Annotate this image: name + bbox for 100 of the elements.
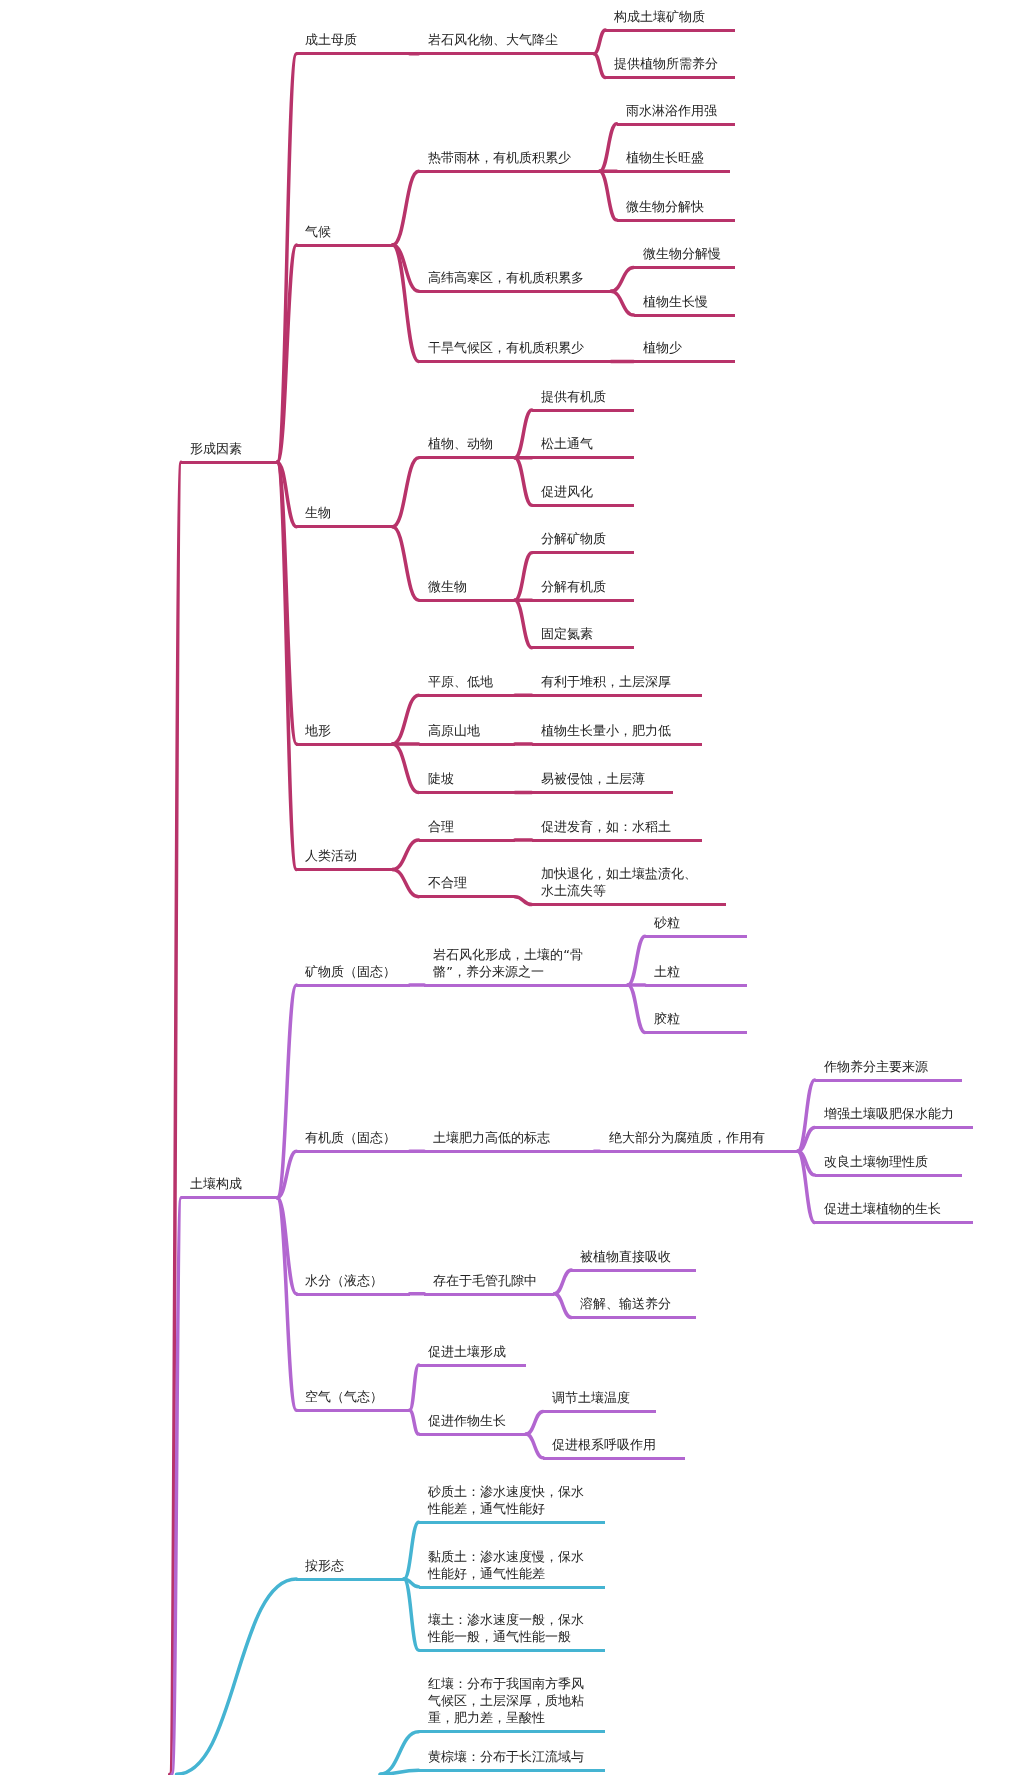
branch-topic: 促进发育，如：水稻土 [531, 817, 702, 842]
branch-line [390, 867, 421, 899]
branch-line [513, 598, 534, 602]
branch-topic: 松土通气 [531, 435, 634, 460]
branch-topic: 胶粒 [644, 1010, 747, 1035]
branch-topic: 土壤构成 [181, 1175, 278, 1200]
branch-topic: 植物、动物 [418, 435, 515, 460]
branch-topic: 固定氮素 [531, 625, 634, 650]
branch-topic: 矿物质（固态） [296, 962, 410, 987]
branch-topic: 生物 [296, 504, 393, 529]
branch-topic: 水分（液态） [296, 1271, 410, 1296]
branch-topic: 合理 [418, 817, 515, 842]
branch-line [402, 1577, 421, 1652]
branch-topic: 红壤：分布于我国南方季风气候区，土层深厚，质地粘重，肥力差，呈酸性 [418, 1675, 606, 1734]
branch-line [513, 838, 534, 842]
branch-topic: 按形态 [296, 1556, 404, 1581]
branch-line [407, 1292, 427, 1296]
branch-topic: 壤土：渗水速度一般，保水性能一般，通气性能一般 [418, 1610, 606, 1652]
branch-line [390, 742, 421, 795]
branch-topic: 调节土壤温度 [543, 1389, 657, 1414]
branch-topic: 陡坡 [418, 770, 515, 795]
branch-topic: 气候 [296, 222, 393, 247]
branch-line [795, 1125, 817, 1153]
branch-line [407, 983, 427, 987]
branch-topic: 砂粒 [644, 914, 747, 938]
branch-line [609, 359, 636, 364]
branch-topic: 促进风化 [531, 482, 634, 507]
branch-topic: 易被侵蚀，土层薄 [531, 770, 674, 795]
branch-line [795, 1149, 817, 1225]
branch-topic: 砂质土：渗水速度快，保水性能差，通气性能好 [418, 1483, 606, 1525]
branch-line [407, 1149, 427, 1153]
branch-line [402, 1520, 421, 1581]
branch-topic: 被植物直接吸收 [571, 1247, 696, 1272]
branch-topic: 溶解、输送养分 [571, 1295, 696, 1320]
branch-topic: 土壤肥力高低的标志 [424, 1129, 594, 1153]
branch-topic: 高原山地 [418, 721, 515, 746]
branch-topic: 作物养分主要来源 [814, 1057, 962, 1082]
branch-topic: 提供植物所需养分 [605, 55, 736, 80]
branch-line [609, 265, 636, 294]
branch-line [524, 1432, 545, 1460]
branch-line [407, 1408, 421, 1436]
branch-topic: 岩石风化物、大气降尘 [418, 31, 594, 56]
branch-topic: 促进作物生长 [418, 1411, 527, 1436]
branch-line [275, 1149, 299, 1200]
branch-topic: 黄棕壤：分布于长江流域与 [418, 1747, 606, 1772]
branch-topic: 高纬高寒区，有机质积累多 [418, 269, 611, 294]
branch-line [626, 983, 647, 1035]
branch-line [407, 51, 421, 56]
branch-topic: 加快退化，如土壤盐渍化、水土流失等 [531, 865, 727, 907]
branch-line [390, 524, 421, 602]
branch-line [524, 1409, 545, 1436]
branch-line [609, 289, 636, 317]
branch-topic: 空气（气态） [296, 1388, 410, 1413]
branch-topic: 提供有机质 [531, 387, 634, 412]
branch-topic: 干旱气候区，有机质积累少 [418, 339, 611, 364]
branch-line [275, 460, 299, 872]
branch-topic: 增强土壤吸肥保水能力 [814, 1105, 974, 1130]
branch-line [402, 1577, 421, 1589]
branch-topic: 分解有机质 [531, 577, 634, 602]
branch-topic: 分解矿物质 [531, 530, 634, 555]
branch-topic: 有机质（固态） [296, 1129, 410, 1153]
branch-topic: 植物生长旺盛 [616, 149, 730, 174]
branch-topic: 成土母质 [296, 31, 410, 56]
branch-line [513, 693, 534, 697]
branch-line [513, 790, 534, 795]
branch-line [592, 28, 608, 56]
branch-topic: 平原、低地 [418, 673, 515, 697]
branch-line [513, 598, 534, 650]
branch-topic: 微生物分解快 [616, 197, 736, 222]
branch-topic: 土粒 [644, 962, 747, 987]
branch-topic: 促进土壤植物的生长 [814, 1200, 974, 1225]
branch-topic: 改良土壤物理性质 [814, 1152, 962, 1177]
branch-line [592, 51, 608, 80]
branch-topic: 人类活动 [296, 847, 393, 872]
branch-line [513, 742, 534, 746]
branch-line [592, 1149, 602, 1153]
branch-line [626, 983, 647, 987]
branch-topic: 岩石风化形成，土壤的“骨骼”，养分来源之一 [424, 945, 628, 987]
branch-topic: 植物生长慢 [633, 292, 736, 317]
branch-topic: 微生物分解慢 [633, 245, 736, 270]
branch-topic: 植物生长量小，肥力低 [531, 721, 702, 746]
branch-topic: 植物少 [633, 339, 736, 364]
branch-topic: 绝大部分为腐殖质，作用有 [599, 1129, 798, 1153]
branch-line [552, 1292, 574, 1320]
branch-line [378, 1768, 421, 1775]
branch-line [167, 460, 183, 1775]
branch-topic: 形成因素 [181, 439, 278, 464]
branch-line [513, 894, 534, 907]
branch-line [390, 243, 421, 364]
branch-line [275, 243, 299, 464]
branch-line [597, 169, 619, 222]
branch-topic: 促进根系呼吸作用 [543, 1435, 685, 1460]
branch-line [170, 1195, 183, 1775]
branch-line [174, 1577, 299, 1775]
branch-topic: 构成土壤矿物质 [605, 7, 736, 32]
branch-topic: 不合理 [418, 874, 515, 899]
branch-topic: 雨水淋浴作用强 [616, 101, 736, 126]
branch-topic: 存在于毛管孔隙中 [424, 1271, 555, 1296]
branch-topic: 有利于堆积，土层深厚 [531, 673, 702, 697]
branch-topic: 黏质土：渗水速度慢，保水性能好，通气性能差 [418, 1547, 606, 1589]
